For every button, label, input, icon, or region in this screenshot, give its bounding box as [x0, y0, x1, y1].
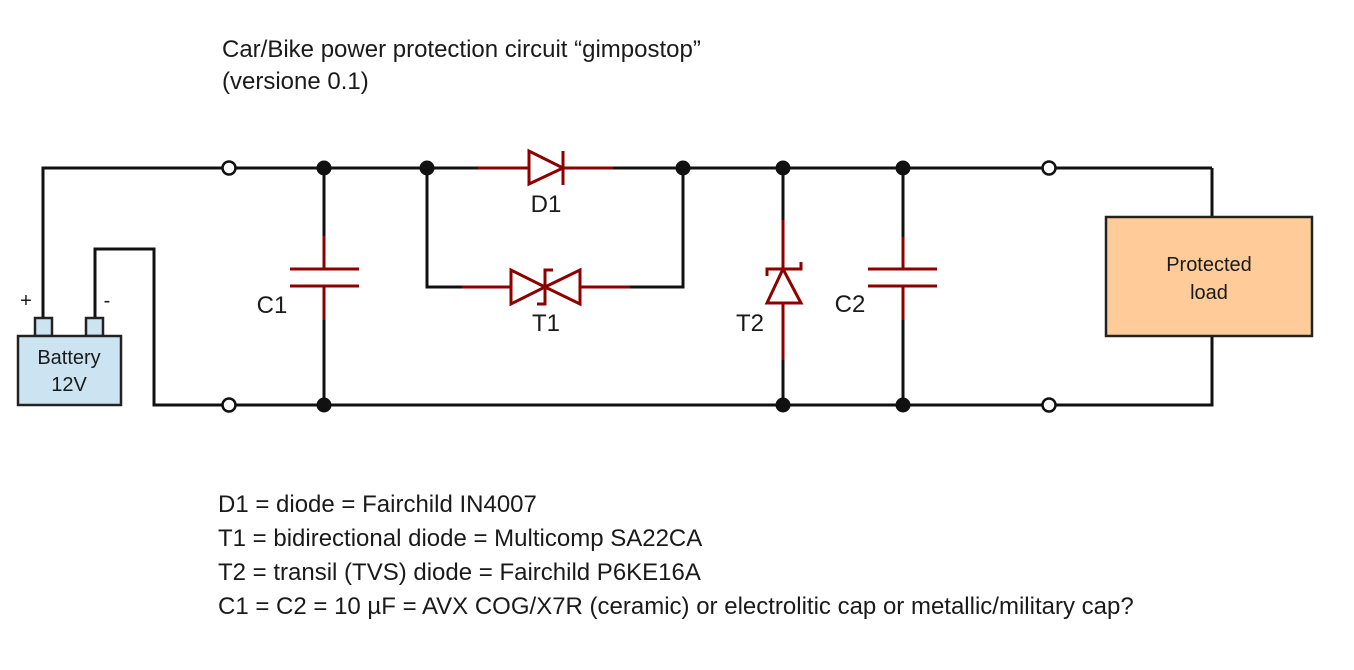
title-line1: Car/Bike power protection circuit “gimpo… — [222, 36, 701, 63]
d1-label: D1 — [531, 191, 562, 218]
component-notes: D1 = diode = Fairchild IN4007 T1 = bidir… — [218, 491, 1134, 620]
wires — [41, 166, 1214, 407]
load-label-1: Protected — [1166, 254, 1252, 276]
c2-label: C2 — [835, 291, 866, 318]
capacitor-c2: C2 — [835, 237, 937, 320]
battery-voltage: 12V — [51, 374, 87, 396]
minus-sign: - — [104, 290, 111, 312]
note-t2: T2 = transil (TVS) diode = Fairchild P6K… — [218, 559, 701, 586]
terminals — [221, 160, 1057, 413]
note-d1: D1 = diode = Fairchild IN4007 — [218, 491, 537, 518]
t2-label: T2 — [736, 310, 764, 337]
plus-sign: + — [20, 290, 32, 312]
note-t1: T1 = bidirectional diode = Multicomp SA2… — [218, 525, 702, 552]
battery: Battery 12V + - — [16, 290, 123, 407]
junctions — [316, 160, 911, 413]
capacitor-c1: C1 — [257, 236, 359, 320]
battery-label: Battery — [37, 347, 100, 369]
protected-load: Protected load — [1104, 215, 1314, 338]
c1-label: C1 — [257, 292, 288, 319]
tvs-diode-t2: T2 — [736, 220, 804, 360]
load-label-2: load — [1190, 282, 1228, 304]
title-line2: (versione 0.1) — [222, 68, 369, 95]
note-caps: C1 = C2 = 10 µF = AVX COG/X7R (ceramic) … — [218, 593, 1134, 620]
bidirectional-tvs-t1: T1 — [462, 267, 630, 337]
t1-label: T1 — [532, 310, 560, 337]
diode-d1: D1 — [478, 148, 613, 218]
